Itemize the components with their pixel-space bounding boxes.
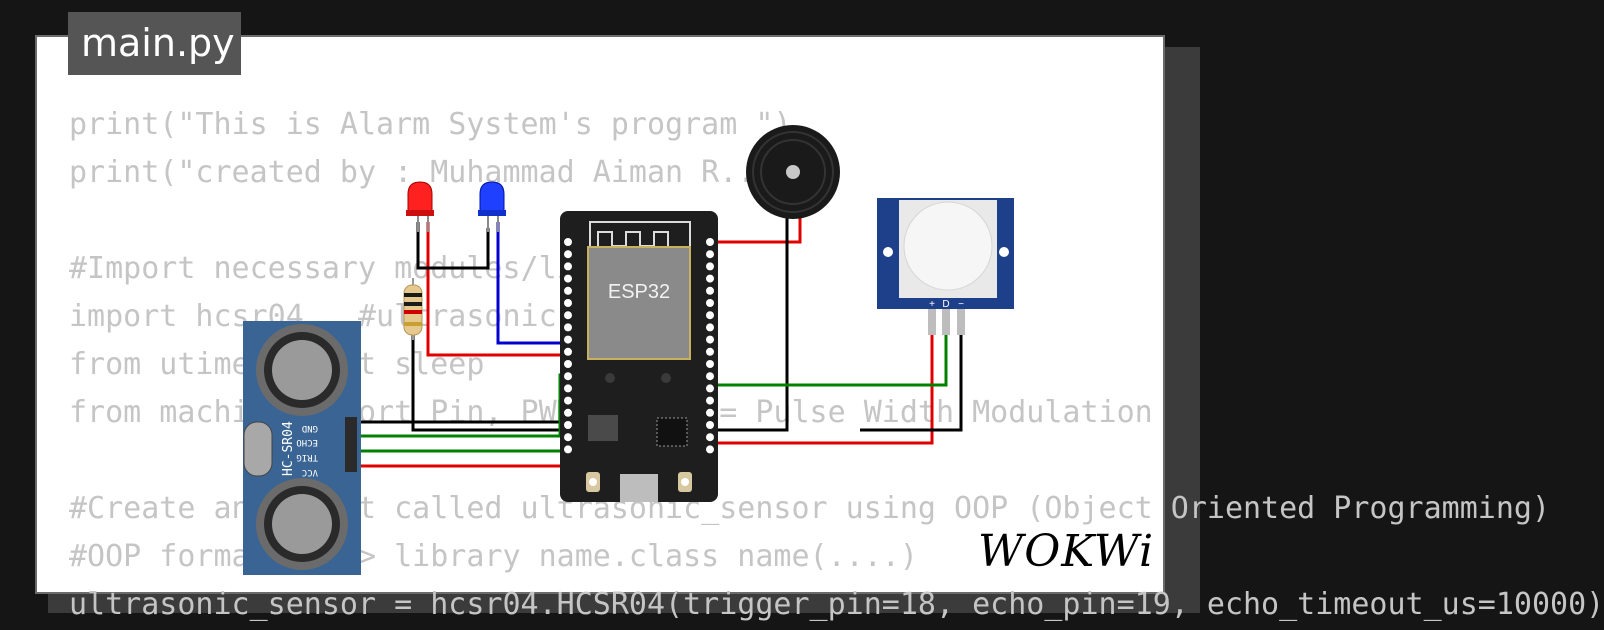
esp32-pin: [564, 311, 572, 320]
circuit-diagram: ESP32 HC-SR04 GND ECHO TRIG VCC +: [243, 125, 1014, 575]
file-tab[interactable]: main.py: [68, 12, 241, 75]
esp32-pin: [564, 335, 572, 344]
code-line: #Create an object called ultrasonic_sens…: [69, 491, 1551, 526]
wire-buzzer-signal: [710, 215, 802, 244]
esp32-pin: [706, 433, 714, 442]
esp32-pin: [564, 262, 572, 271]
wire-pir-vcc: [710, 305, 934, 445]
resistor: [403, 278, 423, 340]
esp32-pin: [706, 347, 714, 356]
esp32-pin: [564, 445, 572, 454]
buzzer: [746, 125, 840, 219]
esp32-pin: [706, 238, 714, 246]
esp32-pin: [706, 408, 714, 417]
esp32-pin: [706, 299, 714, 307]
esp32-pin: [706, 335, 714, 344]
esp32-pin: [706, 372, 714, 381]
esp32-pin: [564, 274, 572, 283]
esp32-pin: [564, 384, 572, 393]
wire-hcsr-trig: [357, 385, 568, 453]
esp32-label: ESP32: [608, 281, 670, 303]
esp32-pin: [564, 372, 572, 381]
pir-sensor: + D −: [877, 198, 1014, 335]
ultrasonic-pin-trig: TRIG: [296, 452, 318, 462]
ultrasonic-pin-vcc: VCC: [302, 467, 318, 477]
wire-red-led-gnd: [416, 222, 490, 270]
ultrasonic-label: HC-SR04: [281, 421, 296, 476]
esp32-pin-headers: [564, 238, 714, 454]
esp32-pin: [706, 250, 714, 259]
esp32-pin: [564, 408, 572, 417]
esp32-pin: [564, 323, 572, 332]
led-red: [406, 181, 434, 232]
pir-pin-minus: −: [958, 299, 964, 310]
wire-pir-gnd: [860, 305, 963, 432]
esp32-pin: [564, 421, 572, 429]
pir-pin-data: D: [942, 299, 949, 310]
esp32-pin: [706, 421, 714, 429]
esp32-board: ESP32: [560, 211, 718, 502]
wire-blue-led: [496, 222, 568, 345]
file-tab-label: main.py: [81, 21, 235, 65]
wire-resistor-gnd: [411, 335, 568, 432]
esp32-pin: [564, 250, 572, 259]
esp32-pin: [706, 286, 714, 295]
code-line: import hcsr04 #ultrasonic: [69, 299, 557, 334]
esp32-pin: [564, 360, 572, 368]
ultrasonic-sensor: HC-SR04 GND ECHO TRIG VCC: [243, 321, 361, 575]
esp32-pin: [564, 433, 572, 442]
esp32-pin: [706, 274, 714, 283]
wire-buzzer-gnd: [710, 215, 789, 432]
esp32-pin: [564, 299, 572, 307]
esp32-pin: [564, 396, 572, 405]
pir-pin-plus: +: [929, 299, 935, 310]
esp32-pin: [706, 445, 714, 454]
led-blue: [478, 181, 506, 232]
esp32-pin: [564, 347, 572, 356]
wire-pir-data: [710, 305, 948, 387]
esp32-pin: [564, 286, 572, 295]
esp32-pin: [706, 262, 714, 271]
ultrasonic-pin-gnd: GND: [302, 423, 318, 433]
ultrasonic-pin-echo: ECHO: [296, 437, 318, 447]
wokwi-logo: WOKWi: [978, 526, 1155, 577]
esp32-pin: [706, 396, 714, 405]
esp32-pin: [564, 238, 572, 246]
wire-hcsr-vcc: [357, 444, 568, 468]
wire-hcsr-echo: [357, 373, 568, 438]
esp32-pin: [706, 323, 714, 332]
esp32-pin: [706, 360, 714, 368]
esp32-pin: [706, 311, 714, 320]
esp32-pin: [706, 384, 714, 393]
wire-red-led: [426, 222, 568, 357]
code-line: print("This is Alarm System's program "): [69, 107, 792, 142]
